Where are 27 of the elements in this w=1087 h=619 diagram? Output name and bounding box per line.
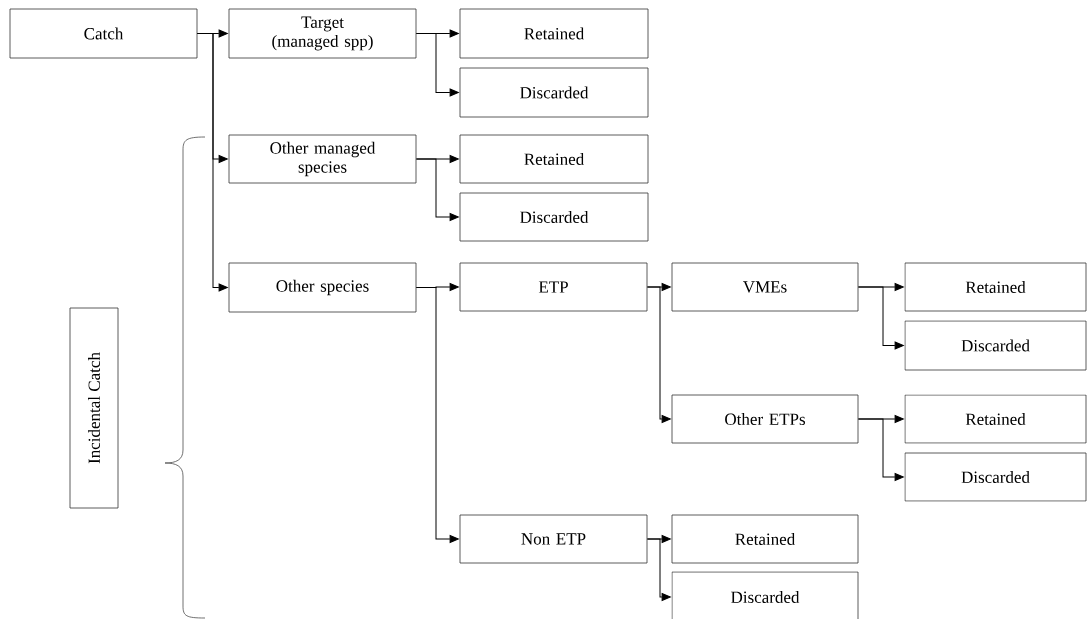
arrow bbox=[415, 158, 459, 221]
process-box: Catch bbox=[9, 8, 198, 59]
process-box: Other species bbox=[228, 262, 417, 313]
process-box: Discarded bbox=[904, 320, 1087, 371]
process-box: Other ETPs bbox=[671, 394, 859, 444]
process-box: Retained bbox=[459, 134, 649, 184]
arrow bbox=[646, 286, 671, 423]
process-box: Retained bbox=[904, 262, 1087, 312]
process-box: Retained bbox=[671, 514, 859, 564]
process-box: Discarded bbox=[904, 452, 1087, 502]
process-box: Discarded bbox=[671, 571, 859, 619]
arrow bbox=[857, 418, 904, 481]
process-box: Discarded bbox=[459, 67, 649, 118]
arrow bbox=[196, 33, 228, 292]
arrow bbox=[415, 287, 459, 543]
arrow bbox=[646, 538, 671, 601]
process-box: Discarded bbox=[459, 192, 649, 242]
process-box: VMEs bbox=[671, 262, 859, 312]
process-box: Other managed species bbox=[228, 134, 417, 184]
arrow bbox=[857, 286, 904, 350]
process-box: ETP bbox=[459, 262, 648, 312]
process-box: Retained bbox=[904, 394, 1087, 444]
label-box: Incidental Catch bbox=[69, 307, 119, 509]
process-box: Target (managed spp) bbox=[228, 8, 417, 59]
process-box: Non ETP bbox=[459, 514, 648, 564]
arrow bbox=[415, 33, 459, 97]
process-box: Retained bbox=[459, 8, 649, 59]
